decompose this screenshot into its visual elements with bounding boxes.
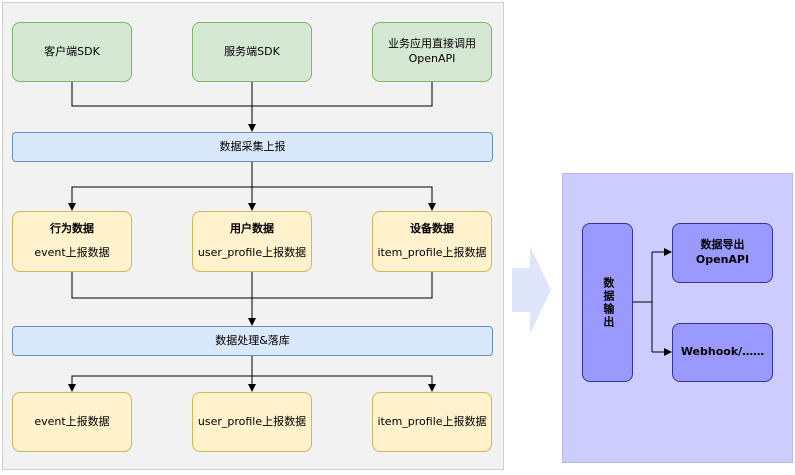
user-profile-output-label: user_profile上报数据	[197, 414, 307, 428]
user-profile-output-node: user_profile上报数据	[192, 392, 312, 452]
behavior-data-node: 行为数据 event上报数据	[12, 211, 132, 272]
webhook-label: Webhook/……	[680, 345, 765, 359]
openapi-source-node: 业务应用直接调用 OpenAPI	[372, 22, 492, 82]
server-sdk-node: 服务端SDK	[192, 22, 312, 82]
device-data-subtitle: item_profile上报数据	[377, 245, 487, 259]
behavior-data-subtitle: event上报数据	[34, 245, 110, 259]
data-export-label-line1: 数据导出	[700, 238, 745, 252]
flow-arrow-shape	[512, 246, 551, 334]
openapi-source-label-line2: OpenAPI	[408, 52, 456, 65]
item-profile-output-node: item_profile上报数据	[372, 392, 492, 452]
collect-bar: 数据采集上报	[12, 132, 493, 162]
process-bar-label: 数据处理&落库	[215, 333, 290, 347]
server-sdk-label: 服务端SDK	[224, 44, 280, 58]
client-sdk-node: 客户端SDK	[12, 22, 132, 82]
process-bar: 数据处理&落库	[12, 326, 493, 356]
event-output-label: event上报数据	[34, 414, 110, 428]
item-profile-output-label: item_profile上报数据	[377, 414, 487, 428]
webhook-node: Webhook/……	[672, 323, 773, 382]
data-output-node: 数据输出	[582, 223, 633, 382]
data-export-label-line2: OpenAPI	[695, 253, 750, 266]
data-output-label: 数据输出	[601, 276, 615, 329]
user-data-node: 用户数据 user_profile上报数据	[192, 211, 312, 272]
openapi-source-label-line1: 业务应用直接调用	[388, 37, 476, 51]
data-export-node: 数据导出 OpenAPI	[672, 223, 773, 283]
event-output-node: event上报数据	[12, 392, 132, 452]
client-sdk-label: 客户端SDK	[44, 44, 100, 58]
user-data-subtitle: user_profile上报数据	[197, 245, 307, 259]
behavior-data-title: 行为数据	[50, 222, 94, 236]
user-data-title: 用户数据	[230, 222, 274, 236]
device-data-node: 设备数据 item_profile上报数据	[372, 211, 492, 272]
device-data-title: 设备数据	[410, 222, 454, 236]
collect-bar-label: 数据采集上报	[219, 139, 286, 153]
